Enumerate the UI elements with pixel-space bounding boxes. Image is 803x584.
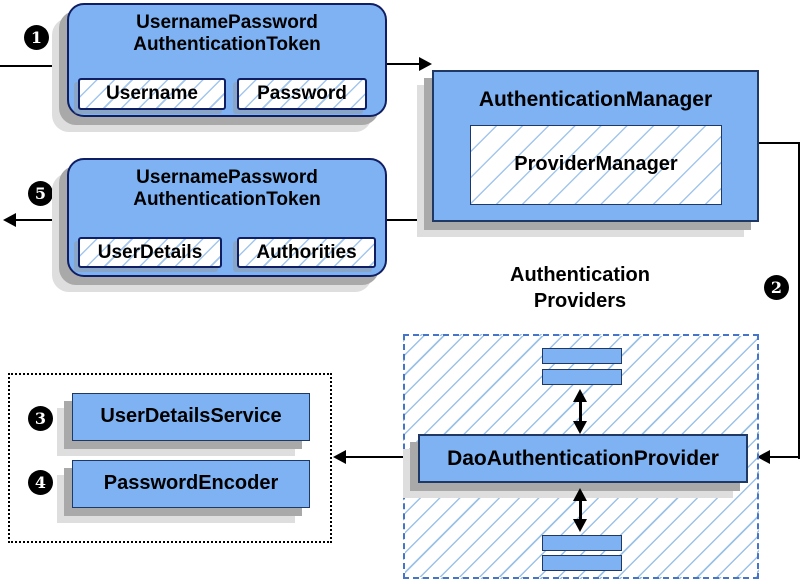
userdetails-field-box: UserDetails (78, 237, 222, 268)
connector-request-in (0, 65, 67, 67)
password-field-box: Password (237, 78, 367, 110)
provider-manager-box: ProviderManager (470, 125, 722, 205)
password-encoder-node: PasswordEncoder (72, 460, 310, 508)
authentication-providers-heading: Authentication Providers (450, 262, 710, 314)
step-2-badge: 2 (764, 275, 789, 300)
step-3-badge: 3 (28, 406, 53, 431)
double-arrow-icon (573, 389, 587, 434)
other-provider-bar-icon (542, 348, 622, 364)
providers-heading-line2: Providers (533, 290, 627, 312)
user-details-service-node: UserDetailsService (72, 393, 310, 441)
step-4-badge: 4 (28, 470, 53, 495)
arrow-left-icon (333, 450, 346, 464)
token-request-title-line1: UsernamePassword (136, 12, 318, 33)
connector-into-provider (769, 456, 800, 458)
connector-token-to-manager (387, 63, 421, 65)
username-field-box: Username (78, 78, 226, 110)
token-result-title-line2: AuthenticationToken (133, 189, 321, 210)
double-arrow-icon (573, 488, 587, 532)
connector-manager-to-result-token (387, 219, 433, 221)
token-request-title-line2: AuthenticationToken (133, 34, 321, 55)
step-5-badge: 5 (28, 181, 53, 206)
connector-result-out (15, 219, 67, 221)
other-provider-bar-icon (542, 555, 622, 571)
connector-provider-to-services (345, 456, 419, 458)
arrow-right-icon (419, 57, 432, 71)
step-1-badge: 1 (24, 25, 49, 50)
services-frame (8, 373, 332, 543)
authentication-manager-title: AuthenticationManager (478, 88, 713, 111)
providers-heading-line1: Authentication (510, 264, 650, 286)
other-provider-bar-icon (542, 535, 622, 551)
arrow-left-icon (3, 213, 16, 227)
token-result-title-line1: UsernamePassword (136, 167, 318, 188)
other-provider-bar-icon (542, 369, 622, 385)
authorities-field-box: Authorities (237, 237, 376, 268)
connector-manager-down (798, 142, 800, 459)
dao-authentication-provider-node: DaoAuthenticationProvider (418, 434, 748, 483)
connector-manager-out-top (756, 142, 800, 144)
arrow-left-icon (757, 450, 770, 464)
